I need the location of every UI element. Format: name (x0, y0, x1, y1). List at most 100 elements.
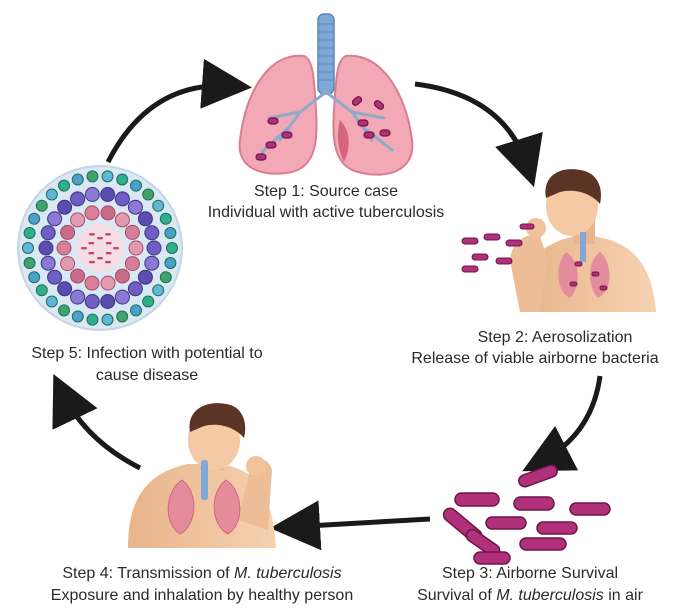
step3-label: Step 3: Airborne Survival Survival of M.… (417, 565, 644, 604)
granuloma-cell (127, 199, 143, 215)
step3-title: Step 3: Airborne Survival (442, 565, 618, 582)
arrow-step1-to-step2 (414, 81, 543, 188)
granuloma-cell (142, 295, 155, 308)
granuloma-cell (130, 179, 142, 192)
granuloma-cell (101, 313, 114, 326)
granuloma-cell (23, 227, 36, 239)
granuloma-cell (40, 255, 56, 271)
granuloma-cell (100, 187, 116, 202)
granuloma-cell (70, 191, 86, 207)
granuloma-cell (100, 205, 116, 221)
granuloma-cell (137, 211, 153, 227)
granuloma-cell (142, 188, 155, 201)
step5-label: Step 5: Infection with potential to caus… (31, 345, 262, 384)
granuloma-cell (137, 269, 153, 285)
granuloma-cell (70, 268, 86, 284)
granuloma-cell (70, 289, 86, 305)
granuloma-cell (86, 170, 99, 183)
granuloma-cell (114, 212, 130, 228)
coughing-man-icon (461, 169, 656, 312)
granuloma-cell (22, 242, 34, 254)
granuloma-cell (130, 304, 142, 317)
granuloma-bacterium (97, 237, 103, 240)
granuloma-cell (35, 199, 48, 212)
granuloma-cell (45, 188, 58, 201)
granuloma-cell (127, 281, 143, 297)
granuloma-cell (159, 212, 172, 225)
granuloma-cell (84, 275, 100, 291)
granuloma-cell (144, 255, 160, 271)
step2-subtitle: Release of viable airborne bacteria (411, 350, 658, 367)
granuloma-bacterium (81, 247, 87, 250)
granuloma-bacterium (105, 252, 112, 255)
granuloma-cell (84, 187, 100, 202)
granuloma-cell (23, 257, 36, 269)
granuloma-cell (84, 205, 100, 221)
granuloma-cell (144, 225, 160, 241)
granuloma-cell (45, 295, 58, 308)
granuloma-cell (57, 281, 73, 297)
granuloma-cell (146, 240, 162, 256)
granuloma-bacterium (105, 233, 111, 236)
step1-title: Step 1: Source case (254, 183, 398, 200)
bacteria-cluster-icon (442, 464, 611, 565)
step4-label: Step 4: Transmission of M. tuberculosis … (51, 565, 353, 604)
step1-subtitle: Individual with active tuberculosis (208, 204, 445, 221)
granuloma-cell (128, 240, 144, 256)
granuloma-cell (47, 269, 63, 285)
granuloma-cell (159, 271, 172, 284)
granuloma-icon (17, 165, 183, 331)
granuloma-cell (124, 256, 140, 272)
granuloma-cell (57, 199, 73, 215)
arrow-step5-to-step1 (105, 58, 252, 164)
arrow-step4-to-step5 (52, 373, 142, 471)
granuloma-cell (70, 212, 86, 228)
granuloma-cell (84, 294, 100, 309)
lungs-icon (238, 13, 414, 176)
granuloma-bacterium (113, 247, 119, 250)
granuloma-cell (35, 284, 48, 297)
granuloma-cell (100, 294, 116, 309)
granuloma-cell (114, 268, 130, 284)
granuloma-cell (114, 289, 130, 305)
granuloma-cell (71, 173, 84, 186)
granuloma-cell (100, 275, 116, 291)
granuloma-bacterium (105, 260, 111, 264)
granuloma-cell (38, 240, 54, 256)
granuloma-cell (47, 211, 63, 227)
granuloma-cell (116, 173, 129, 186)
step4-title: Step 4: Transmission of M. tuberculosis (62, 565, 341, 582)
granuloma-cell (164, 257, 177, 269)
granuloma-cell (60, 256, 76, 272)
granuloma-bacterium (89, 233, 95, 236)
granuloma-cell (116, 310, 129, 323)
arrow-step3-to-step4 (270, 500, 431, 551)
granuloma-cell (56, 240, 72, 256)
granuloma-bacterium (88, 252, 95, 255)
granuloma-bacterium (105, 242, 112, 245)
infected-man-icon (128, 403, 276, 548)
granuloma-cell (166, 242, 178, 254)
granuloma-cell (58, 304, 70, 317)
granuloma-cell (164, 227, 177, 239)
step1-label: Step 1: Source case Individual with acti… (208, 183, 445, 221)
granuloma-cell (152, 199, 165, 212)
granuloma-cell (28, 271, 41, 284)
granuloma-cell (28, 212, 41, 225)
granuloma-cell (152, 284, 165, 297)
step5-subtitle: cause disease (96, 367, 198, 384)
granuloma-cell (40, 225, 56, 241)
arrow-step2-to-step3 (522, 375, 603, 472)
step5-title: Step 5: Infection with potential to (31, 345, 262, 362)
step3-subtitle: Survival of M. tuberculosis in air (417, 587, 644, 604)
granuloma-bacterium (88, 242, 95, 245)
granuloma-cell (60, 224, 76, 240)
granuloma-cell (114, 191, 130, 207)
granuloma-cell (124, 224, 140, 240)
step4-subtitle: Exposure and inhalation by healthy perso… (51, 587, 353, 604)
granuloma-bacterium (97, 257, 103, 260)
granuloma-cell (71, 310, 84, 323)
granuloma-bacterium (89, 260, 95, 264)
granuloma-cell (101, 170, 114, 183)
